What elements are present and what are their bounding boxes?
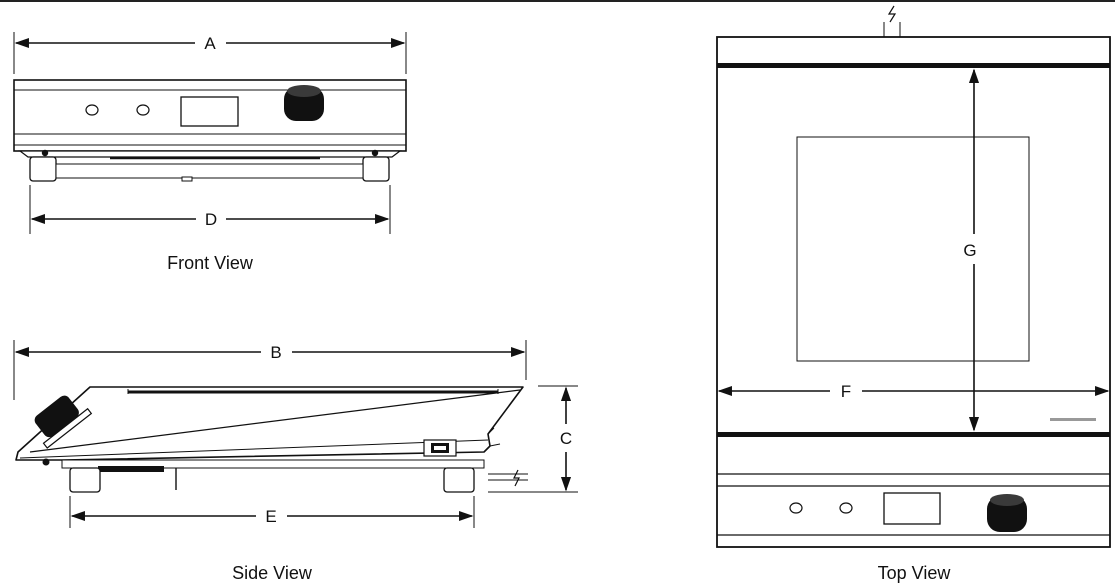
front-view-body: [13, 79, 407, 182]
front-foot-right: [362, 156, 390, 182]
side-view-body: [15, 386, 528, 493]
dimension-d-label: D: [205, 210, 217, 229]
top-view-caption: Top View: [878, 563, 952, 583]
dimension-b-label: B: [270, 343, 281, 362]
top-display: [883, 492, 941, 525]
dimension-f: F: [717, 382, 1110, 401]
dimension-a: A: [13, 32, 407, 74]
front-foot-left: [29, 156, 57, 182]
top-indicator-right: [839, 502, 853, 514]
dimension-d: D: [29, 185, 391, 234]
side-view: B: [13, 340, 578, 583]
dimension-a-label: A: [204, 34, 216, 53]
dimension-c: C: [488, 385, 578, 493]
dimension-b: B: [13, 340, 527, 400]
top-view: F G Top View: [716, 5, 1111, 583]
dimension-c-label: C: [560, 429, 572, 448]
top-platform: [796, 136, 1030, 362]
top-indicator-left: [789, 502, 803, 514]
front-indicator-right: [136, 104, 150, 116]
front-indicator-left: [85, 104, 99, 116]
side-power-cord: [488, 469, 528, 487]
side-foot-right: [443, 467, 475, 493]
lightning-bolt-icon: [887, 5, 897, 23]
dimension-g: G: [963, 68, 980, 432]
dimension-e-label: E: [265, 507, 276, 526]
side-control-knob: [34, 395, 93, 449]
dimension-f-label: F: [841, 382, 851, 401]
lightning-bolt-icon: [513, 469, 520, 487]
top-rear-band: [717, 63, 1110, 68]
top-power-cord: [883, 5, 901, 37]
dimension-g-label: G: [963, 241, 976, 260]
front-display: [180, 96, 239, 127]
dimension-e: E: [69, 496, 475, 528]
side-connector-port: [423, 439, 457, 457]
front-view: A: [13, 32, 407, 273]
top-control-knob: [987, 494, 1027, 532]
front-view-caption: Front View: [167, 253, 254, 273]
front-control-knob: [284, 85, 324, 121]
side-view-caption: Side View: [232, 563, 313, 583]
side-foot-left: [69, 467, 101, 493]
top-front-band: [717, 432, 1110, 437]
